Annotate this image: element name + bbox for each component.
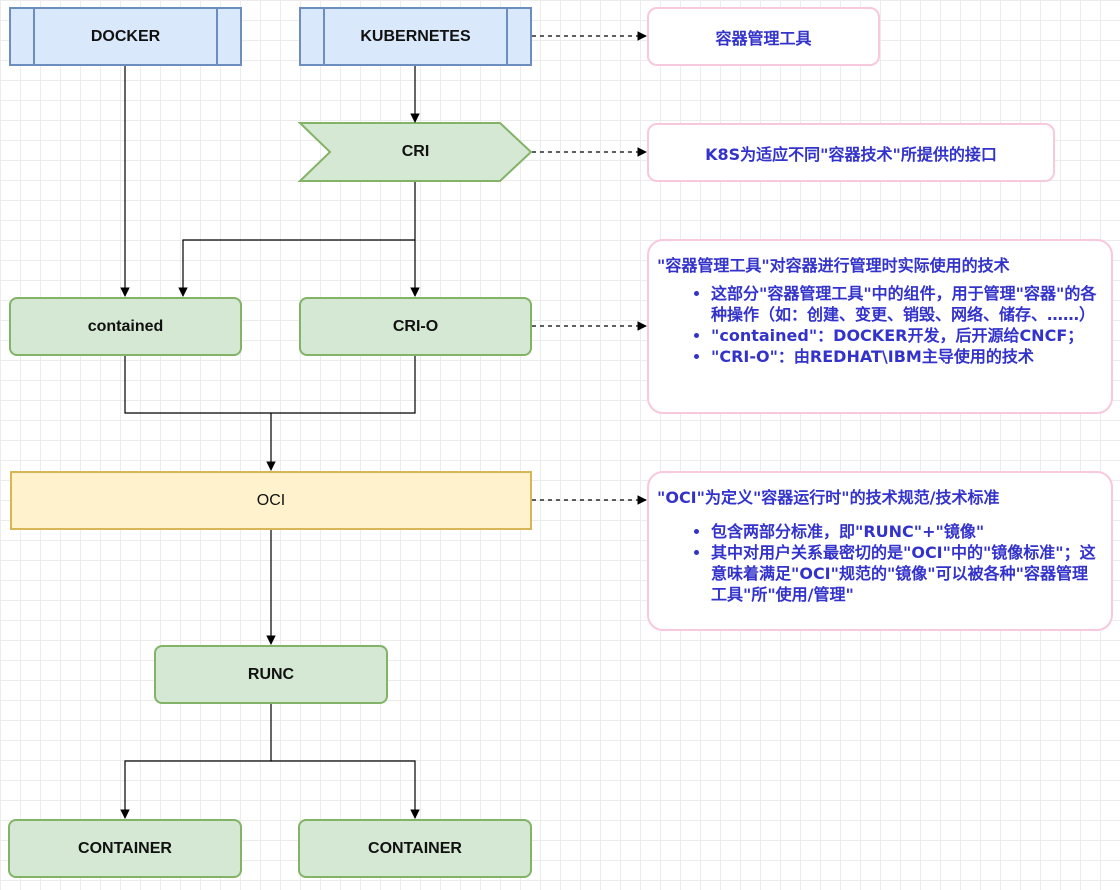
cri-o-label: CRI-O <box>392 317 439 335</box>
kubernetes-label: KUBERNETES <box>360 27 471 45</box>
container-node-left[interactable]: CONTAINER <box>8 819 242 878</box>
contained-node[interactable]: contained <box>9 297 242 356</box>
container-right-label: CONTAINER <box>368 839 462 857</box>
oci-spec-note-list: 包含两部分标准，即"RUNC"+"镜像" 其中对用户关系最密切的是"OCI"中的… <box>657 521 1111 605</box>
process-right-bar <box>216 9 218 64</box>
docker-label: DOCKER <box>90 27 161 45</box>
runtime-tech-note-title: "容器管理工具"对容器进行管理时实际使用的技术 <box>657 256 1010 275</box>
runtime-tech-note-item: "contained"：DOCKER开发，后开源给CNCF； <box>711 325 1103 346</box>
oci-spec-note[interactable]: "OCI"为定义"容器运行时"的技术规范/技术标准 包含两部分标准，即"RUNC… <box>647 471 1113 631</box>
cri-step-shape[interactable] <box>297 122 533 182</box>
oci-label: OCI <box>256 491 286 509</box>
runtime-tech-note-item: "CRI-O"：由REDHAT\IBM主导使用的技术 <box>711 346 1103 367</box>
cri-node: CRI <box>300 123 531 181</box>
oci-spec-note-item: 其中对用户关系最密切的是"OCI"中的"镜像标准"；这意味着满足"OCI"规范的… <box>711 542 1103 605</box>
process-right-bar <box>506 9 508 64</box>
oci-spec-note-title: "OCI"为定义"容器运行时"的技术规范/技术标准 <box>657 488 1000 507</box>
cri-interface-note-text: K8S为适应不同"容器技术"所提供的接口 <box>705 144 997 164</box>
runtime-tech-note-item: 这部分"容器管理工具"中的组件，用于管理"容器"的各种操作（如：创建、变更、销毁… <box>711 283 1103 325</box>
runtime-tech-note[interactable]: "容器管理工具"对容器进行管理时实际使用的技术 这部分"容器管理工具"中的组件，… <box>647 239 1113 414</box>
cri-interface-note[interactable]: K8S为适应不同"容器技术"所提供的接口 <box>647 123 1055 182</box>
container-tools-note[interactable]: 容器管理工具 <box>647 7 880 66</box>
runc-label: RUNC <box>247 665 295 683</box>
cri-to-contained-edge <box>178 239 415 297</box>
contained-merge-edge <box>124 356 416 414</box>
oci-node[interactable]: OCI <box>10 471 532 530</box>
cri-o-node[interactable]: CRI-O <box>299 297 532 356</box>
runc-split-edge-right <box>271 760 420 819</box>
container-node-right[interactable]: CONTAINER <box>298 819 532 878</box>
kubernetes-node[interactable]: KUBERNETES <box>299 7 532 66</box>
cri-label: CRI <box>401 143 430 160</box>
contained-label: contained <box>87 317 164 335</box>
process-left-bar <box>33 9 35 64</box>
process-left-bar <box>323 9 325 64</box>
container-left-label: CONTAINER <box>78 839 172 857</box>
runc-node[interactable]: RUNC <box>154 645 388 704</box>
runc-split-edge-left <box>120 704 272 819</box>
oci-spec-note-item: 包含两部分标准，即"RUNC"+"镜像" <box>711 521 1103 542</box>
runtime-tech-note-list: 这部分"容器管理工具"中的组件，用于管理"容器"的各种操作（如：创建、变更、销毁… <box>657 283 1111 367</box>
docker-node[interactable]: DOCKER <box>9 7 242 66</box>
container-tools-note-text: 容器管理工具 <box>715 28 812 48</box>
